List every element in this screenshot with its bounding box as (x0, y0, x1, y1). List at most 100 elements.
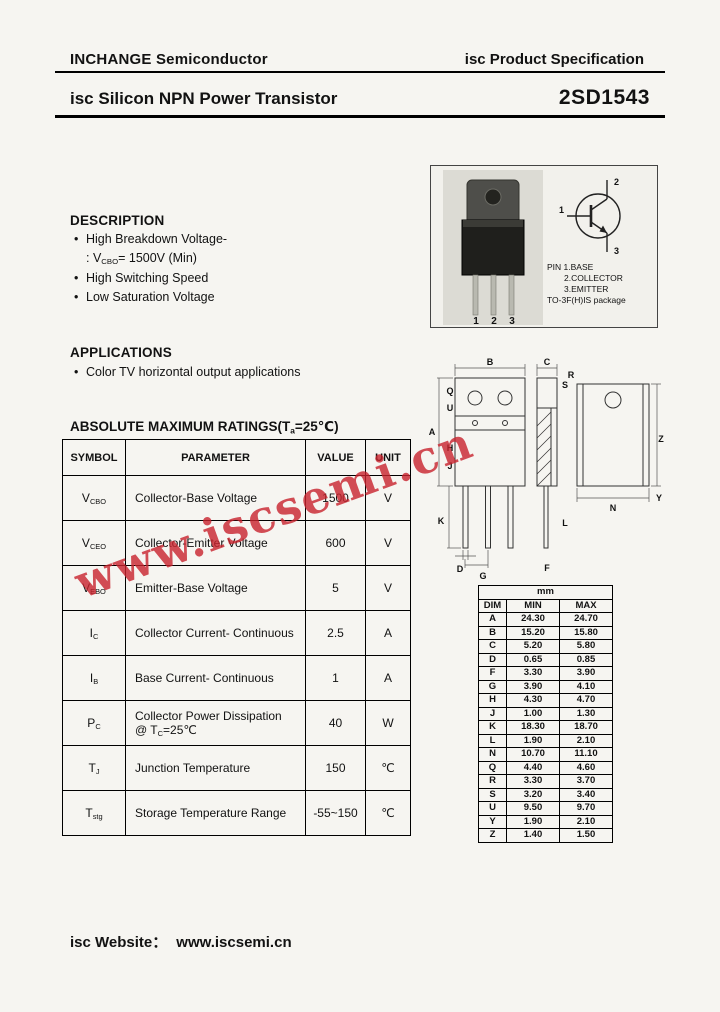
max-cell: 4.60 (559, 760, 613, 775)
column-header: MAX (559, 598, 613, 613)
symbol-base: V (82, 581, 91, 595)
isc-logo-text: isc (464, 51, 486, 68)
symbol-base: I (89, 671, 94, 685)
photo-pin-number: 2 (491, 316, 497, 325)
max-cell: 1.30 (559, 706, 613, 721)
dim-label-n: N (610, 503, 617, 513)
company-name: INCHANGE Semiconductor (70, 51, 268, 68)
item-text: High Switching Speed (86, 270, 209, 285)
parameter-cell: Collector-Base Voltage (125, 475, 306, 521)
value-cell: 1500 (305, 475, 366, 521)
dim-cell: N (478, 747, 507, 762)
dim-label-d: D (457, 564, 464, 574)
dim-label-b: B (487, 357, 494, 367)
table-row: IB Base Current- Continuous 1 A (62, 655, 411, 701)
max-cell: 2.10 (559, 733, 613, 748)
dim-cell: F (478, 666, 507, 681)
dim-label-k: K (438, 516, 445, 526)
symbol-pin-base: 1 (559, 205, 564, 215)
symbol-subscript: stg (92, 812, 103, 822)
package-type-label: TO-3F(H)IS package (547, 295, 626, 305)
product-spec-label: isc Product Specification (465, 51, 644, 68)
min-cell: 0.65 (506, 652, 560, 667)
item-text: Color TV horizontal output applications (86, 365, 301, 379)
header-divider (55, 71, 665, 73)
min-cell: 1.90 (506, 733, 560, 748)
dim-cell: D (478, 652, 507, 667)
title-text: Silicon NPN Power Transistor (93, 89, 338, 108)
unit-cell: ℃ (365, 745, 411, 791)
dim-cell: U (478, 801, 507, 816)
photo-pin-number: 1 (473, 316, 479, 325)
dim-cell: C (478, 639, 507, 654)
description-list: •High Breakdown Voltage- : VCBO= 1500V (… (74, 230, 227, 307)
bullet-icon: • (74, 289, 79, 304)
applications-list: • Color TV horizontal output applications (74, 363, 300, 382)
dim-cell: J (478, 706, 507, 721)
dim-label-q: Q (446, 386, 453, 396)
column-header: MIN (506, 598, 560, 613)
table-header-row: SYMBOL PARAMETER VALUE UNIT (62, 439, 411, 476)
item-text: = 1500V (Min) (118, 251, 197, 266)
param-text: @ T (135, 723, 158, 737)
value-cell: 1 (305, 655, 366, 701)
unit-cell: A (365, 610, 411, 656)
max-cell: 5.80 (559, 639, 613, 654)
parameter-cell: Collector Current- Continuous (125, 610, 306, 656)
column-header: VALUE (305, 439, 366, 476)
unit-cell: V (365, 520, 411, 566)
min-cell: 3.20 (506, 787, 560, 802)
parameter-cell: Junction Temperature (125, 745, 306, 791)
min-cell: 1.90 (506, 814, 560, 829)
symbol-subscript: B (93, 677, 99, 687)
bullet-icon: • (74, 365, 79, 379)
parameter-cell: Emitter-Base Voltage (125, 565, 306, 611)
table-row: VEBO Emitter-Base Voltage 5 V (62, 565, 411, 611)
unit-cell: ℃ (365, 790, 411, 836)
max-cell: 3.40 (559, 787, 613, 802)
max-cell: 24.70 (559, 612, 613, 627)
dims-unit-row: mm (478, 585, 613, 600)
param-subscript: C (157, 729, 164, 739)
dim-cell: S (478, 787, 507, 802)
symbol-subscript: C (95, 722, 101, 732)
value-cell: 600 (305, 520, 366, 566)
dim-label-z: Z (658, 434, 664, 444)
max-cell: 4.70 (559, 693, 613, 708)
parameter-line2: @ TC=25℃ (135, 723, 305, 737)
parameter-cell: Base Current- Continuous (125, 655, 306, 701)
item-subscript: CBO (101, 257, 119, 267)
pin-line: PIN 1.BASE (547, 262, 594, 272)
symbol-base: I (89, 626, 93, 640)
isc-logo-text: isc (70, 89, 94, 108)
parameter-cell: Collector-Emitter Voltage (125, 520, 306, 566)
max-cell: 3.90 (559, 666, 613, 681)
description-heading: DESCRIPTION (70, 213, 165, 228)
dim-label-y: Y (656, 493, 662, 503)
description-item: : VCBO= 1500V (Min) (74, 249, 227, 268)
description-item: • High Switching Speed (74, 269, 227, 288)
max-cell: 18.70 (559, 720, 613, 735)
bullet-icon: • (74, 270, 79, 285)
symbol-base: P (87, 716, 96, 730)
symbol-base: V (81, 491, 90, 505)
table-row: VCEO Collector-Emitter Voltage 600 V (62, 520, 411, 566)
max-cell: 4.10 (559, 679, 613, 694)
max-cell: 3.70 (559, 774, 613, 789)
symbol-subscript: C (92, 632, 99, 642)
heading-subscript: a (290, 425, 295, 436)
symbol-cell: IC (62, 610, 126, 656)
min-cell: 4.40 (506, 760, 560, 775)
value-cell: 40 (305, 700, 366, 746)
table-row: IC Collector Current- Continuous 2.5 A (62, 610, 411, 656)
npn-transistor-symbol: 2 1 3 (559, 177, 621, 256)
unit-cell: V (365, 475, 411, 521)
unit-cell: W (365, 700, 411, 746)
max-cell: 2.10 (559, 814, 613, 829)
dim-cell: Q (478, 760, 507, 775)
